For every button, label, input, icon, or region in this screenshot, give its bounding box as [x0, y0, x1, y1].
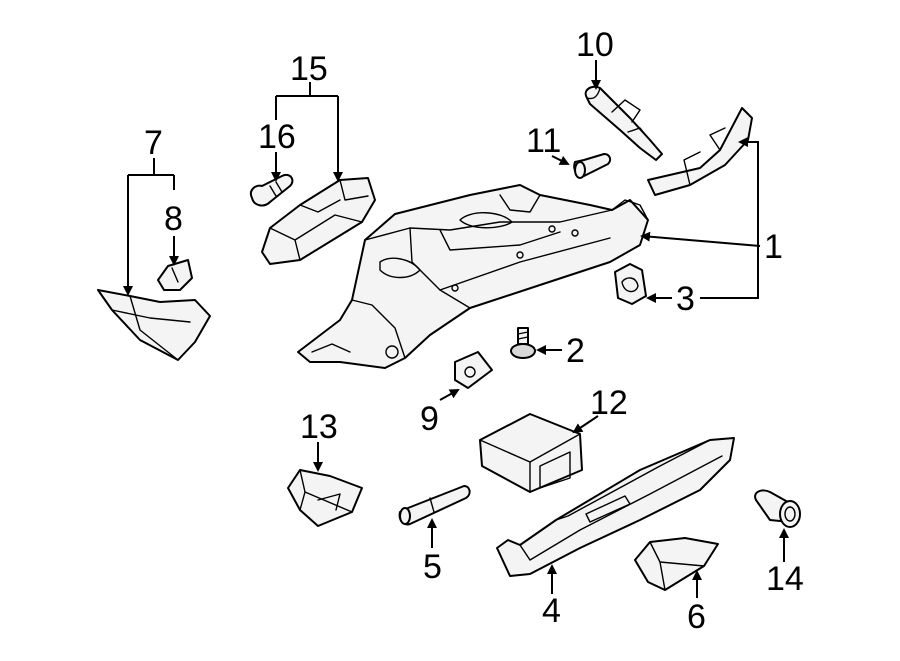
- callout-7: 7: [144, 124, 163, 162]
- callout-15: 15: [290, 50, 328, 88]
- glove-door-part: [496, 437, 735, 577]
- pin-part: [573, 153, 612, 179]
- tray-part: [287, 469, 363, 527]
- lamp-assembly-part: [261, 177, 376, 265]
- callout-12: 12: [590, 384, 628, 422]
- lock-cylinder-part: [754, 489, 801, 528]
- callout-5: 5: [423, 548, 442, 586]
- small-clip-part: [157, 259, 193, 291]
- rod-part: [398, 485, 471, 526]
- callout-1: 1: [764, 228, 783, 266]
- callout-labels: 1 2 3 4 5 6 7 8 9 10 11 12 13 14 15 16: [144, 26, 804, 636]
- clip-part: [454, 351, 493, 389]
- damper-part: [584, 85, 663, 161]
- bulb-part: [250, 174, 294, 207]
- side-cover-part: [97, 289, 211, 361]
- callout-4: 4: [542, 592, 561, 630]
- callout-3: 3: [676, 280, 695, 318]
- callout-14: 14: [766, 560, 804, 598]
- callout-16: 16: [258, 118, 296, 156]
- trim-bracket: [647, 107, 753, 196]
- callout-11: 11: [526, 122, 561, 160]
- glove-box-housing: [297, 184, 649, 369]
- callout-2: 2: [566, 332, 585, 370]
- callout-10: 10: [576, 26, 614, 64]
- latch-clip-part: [614, 263, 647, 305]
- callout-6: 6: [687, 598, 706, 636]
- callout-9: 9: [420, 400, 439, 438]
- pocket-box-part: [479, 413, 583, 493]
- callout-8: 8: [164, 200, 183, 238]
- latch-handle-part: [634, 537, 719, 591]
- callout-13: 13: [300, 408, 338, 446]
- screw-part: [510, 327, 536, 359]
- leader-lines: [123, 60, 789, 598]
